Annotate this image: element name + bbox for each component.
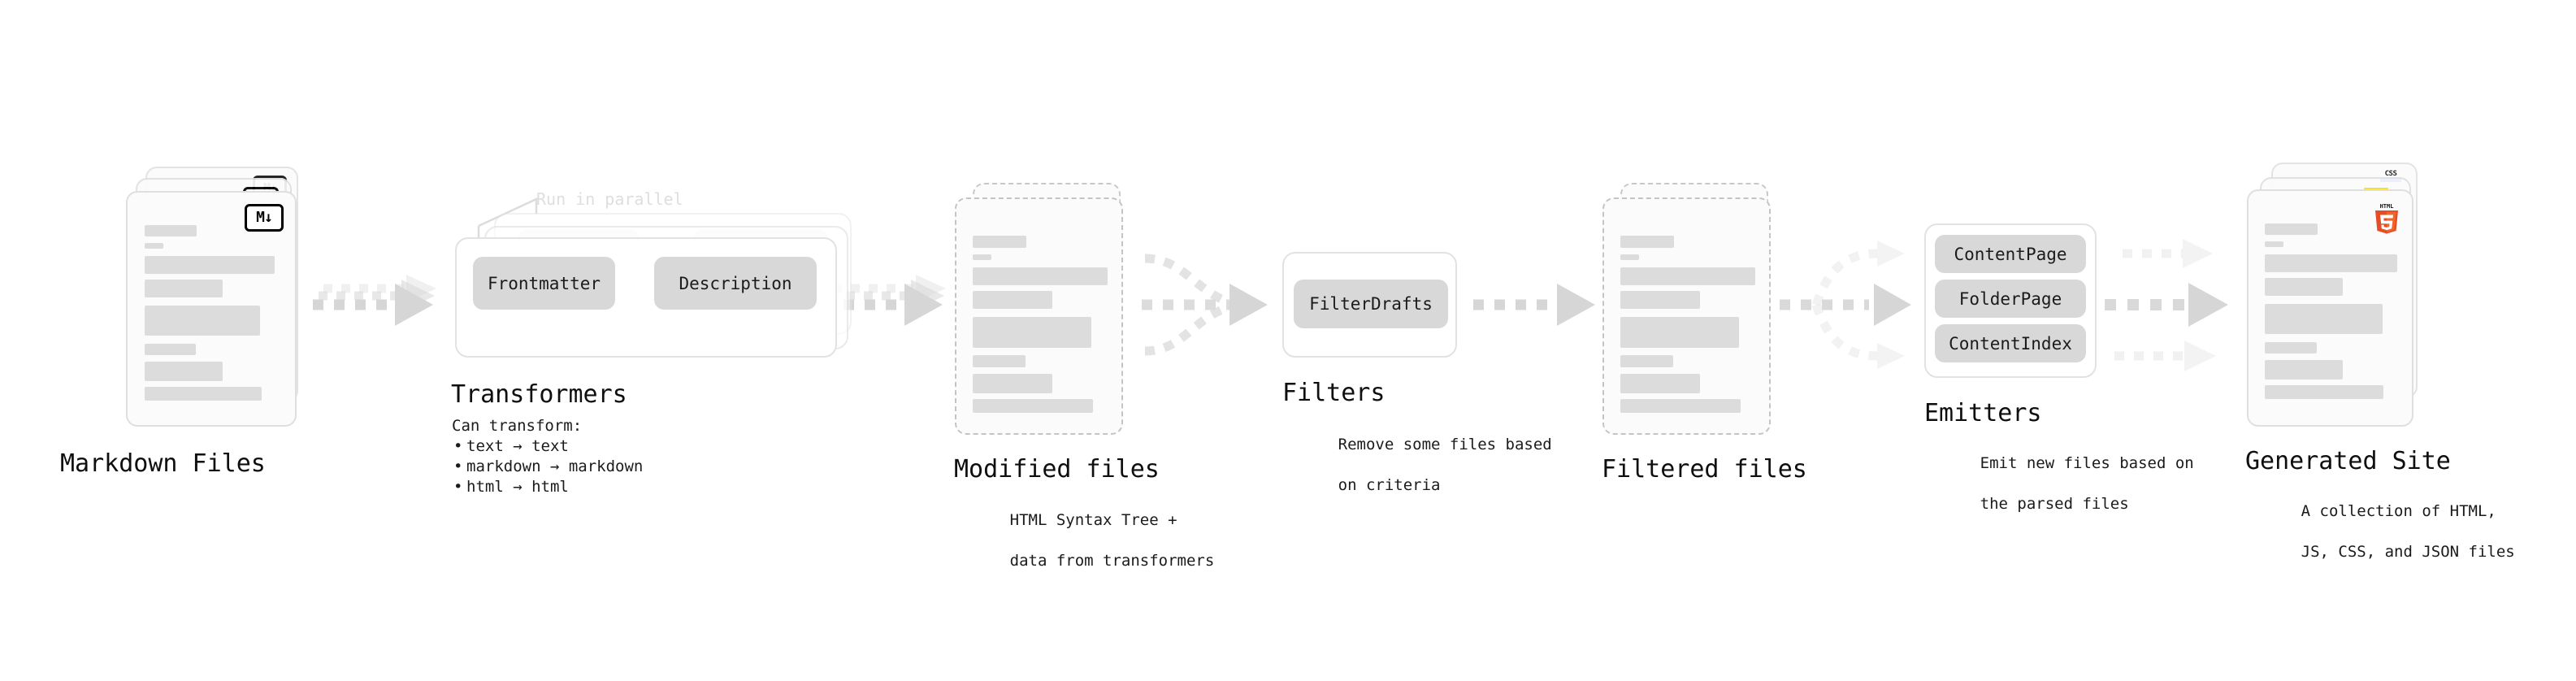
modified-files-subtitle: HTML Syntax Tree + data from transformer…: [954, 490, 1215, 592]
bullet-item: html → html: [453, 477, 643, 497]
chip-folderpage[interactable]: FolderPage: [1935, 280, 2086, 318]
css-badge-label: CSS: [2384, 170, 2397, 178]
chip-label: Description: [679, 273, 792, 293]
filtered-card-skeleton: [1604, 199, 1769, 433]
chip-contentpage[interactable]: ContentPage: [1935, 235, 2086, 273]
stage-filtered-files: Filtered files: [1602, 183, 1807, 484]
stage-modified-files: Modified files HTML Syntax Tree + data f…: [954, 183, 1214, 570]
chip-label: ContentPage: [1954, 244, 2067, 264]
generated-site-subtitle: A collection of HTML, JS, CSS, and JSON …: [2245, 481, 2515, 583]
subtitle-line: JS, CSS, and JSON files: [2301, 543, 2515, 561]
subtitle-line: on criteria: [1338, 476, 1441, 494]
stage-markdown-files: M↓ M↓ M↓ Markdown Files: [60, 167, 301, 478]
site-card-skeleton: [2249, 191, 2412, 425]
filters-title: Filters: [1282, 379, 1386, 407]
chip-label: FilterDrafts: [1309, 294, 1433, 314]
subtitle-line: the parsed files: [1980, 495, 2129, 513]
chip-frontmatter[interactable]: Frontmatter: [473, 257, 615, 310]
filtered-files-title: Filtered files: [1602, 455, 1807, 484]
connector-filters-to-filtered: [1473, 284, 1595, 326]
modified-card-skeleton: [956, 199, 1121, 433]
connector-modified-to-filters: [1142, 254, 1268, 356]
site-card-html[interactable]: HTML: [2247, 189, 2413, 427]
markdown-card-front[interactable]: M↓: [126, 191, 297, 427]
chip-label: FolderPage: [1958, 288, 2062, 309]
bullets-lead: Can transform:: [452, 417, 583, 435]
markdown-card-skeleton: [128, 193, 295, 425]
connector-markdown-to-transformers: [313, 275, 436, 326]
subtitle-line: HTML Syntax Tree +: [1009, 511, 1177, 529]
run-in-parallel-label: Run in parallel: [536, 189, 683, 209]
subtitle-line: Emit new files based on: [1980, 454, 2194, 472]
bullet-item: text → text: [453, 436, 643, 457]
chip-description[interactable]: Description: [654, 257, 817, 310]
connector-filtered-to-emitters: [1780, 241, 1911, 369]
connector-emitters-to-site: [2105, 239, 2228, 371]
generated-site-title: Generated Site: [2245, 447, 2451, 475]
chip-label: ContentIndex: [1949, 333, 2072, 354]
subtitle-line: data from transformers: [1009, 552, 1215, 570]
bullet-item: markdown → markdown: [453, 457, 643, 477]
chip-contentindex[interactable]: ContentIndex: [1935, 324, 2086, 362]
emitters-title: Emitters: [1924, 399, 2042, 427]
markdown-files-title: Markdown Files: [60, 449, 266, 478]
modified-files-title: Modified files: [954, 455, 1160, 484]
subtitle-line: A collection of HTML,: [2301, 502, 2496, 520]
stage-generated-site: CSS HTML: [2245, 163, 2515, 561]
emitters-subtitle: Emit new files based on the parsed files: [1924, 433, 2194, 535]
modified-card-front[interactable]: [955, 197, 1123, 435]
chip-label: Frontmatter: [487, 273, 601, 293]
transformers-bullet-list: Can transform: text → text markdown → ma…: [452, 416, 643, 497]
markdown-icon: M↓: [245, 204, 284, 232]
svg-text:HTML: HTML: [2380, 203, 2394, 210]
filters-subtitle: Remove some files based on criteria: [1282, 414, 1552, 516]
html5-icon: HTML: [2373, 202, 2400, 234]
filtered-card-front[interactable]: [1602, 197, 1771, 435]
chip-filterdrafts[interactable]: FilterDrafts: [1294, 280, 1448, 328]
subtitle-line: Remove some files based: [1338, 436, 1552, 453]
transformers-title: Transformers: [451, 380, 627, 409]
